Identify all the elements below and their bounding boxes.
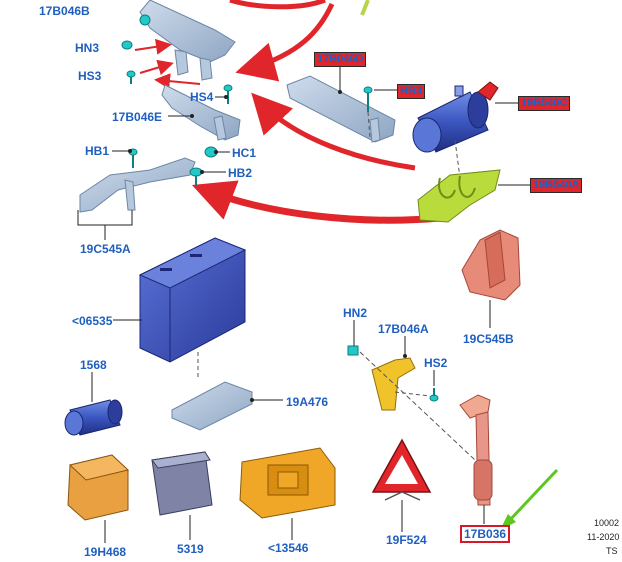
part-19c545b bbox=[461, 229, 521, 301]
bracket-17b046d bbox=[286, 75, 396, 143]
label-hs3: HS3 bbox=[78, 69, 102, 83]
label-hn2: HN2 bbox=[343, 306, 368, 320]
tray-19a476 bbox=[171, 381, 253, 431]
fastener-hb2 bbox=[189, 167, 203, 186]
label-hb1: HB1 bbox=[85, 144, 110, 158]
label-19h468: 19H468 bbox=[84, 545, 127, 559]
bracket-19b540a bbox=[417, 169, 501, 223]
drawing-date: 11-2020 bbox=[587, 532, 620, 542]
label-hs2: HS2 bbox=[424, 356, 448, 370]
arrow-from-bracket-to-19c545a bbox=[191, 180, 441, 224]
bracket-17b046a bbox=[371, 357, 416, 411]
bracket-19c545a bbox=[79, 157, 196, 213]
hammer-17b036 bbox=[459, 394, 493, 506]
warning-triangle-19f524 bbox=[371, 438, 432, 501]
extinguisher-19b540c bbox=[412, 81, 499, 153]
label-hn3: HN3 bbox=[75, 41, 100, 55]
fastener-hs2 bbox=[429, 388, 439, 402]
drawing-initials: TS bbox=[606, 546, 618, 556]
fastener-hs4 bbox=[223, 84, 233, 104]
label-13546: <13546 bbox=[268, 541, 309, 555]
fastener-hs3 bbox=[126, 70, 136, 84]
part-1568 bbox=[64, 399, 123, 436]
label-5319: 5319 bbox=[177, 542, 204, 556]
battery-box-06535 bbox=[138, 237, 247, 363]
label-hs4: HS4 bbox=[190, 90, 214, 104]
top-curve-arrow bbox=[229, 0, 326, 10]
green-pointer-arrow bbox=[506, 468, 559, 524]
arrow-to-17b046b bbox=[235, 2, 335, 82]
fastener-hn3 bbox=[121, 40, 133, 50]
part-5319 bbox=[151, 451, 213, 516]
bracket-17b046b bbox=[139, 0, 236, 81]
bracket-17b046e bbox=[161, 84, 241, 141]
label-06535: <06535 bbox=[72, 314, 113, 328]
red-callout-arrows bbox=[191, 0, 441, 224]
arrow-hn3 bbox=[134, 38, 172, 55]
fastener-17b046b bbox=[139, 14, 151, 26]
label-19c545a: 19C545A bbox=[80, 242, 131, 256]
label-17b046e: 17B046E bbox=[112, 110, 163, 124]
part-19h468 bbox=[67, 454, 130, 521]
fastener-hb3 bbox=[363, 86, 373, 112]
green-shaft-top bbox=[360, 0, 370, 16]
label-17b046b: 17B046B bbox=[39, 4, 90, 18]
label-hc1: HC1 bbox=[232, 146, 257, 160]
label-hb2: HB2 bbox=[228, 166, 253, 180]
label-hb3-highlighted: HB3 bbox=[397, 84, 426, 99]
arrow-from-bracket-to-17b046e bbox=[251, 92, 416, 171]
fastener-hn2 bbox=[347, 345, 359, 356]
label-19b540c-highlighted: 19B540C bbox=[518, 96, 571, 111]
part-13546 bbox=[239, 447, 336, 519]
label-19b540a-highlighted: 19B540A bbox=[530, 178, 583, 193]
drawing-code: 10002 bbox=[594, 518, 620, 528]
label-1568: 1568 bbox=[80, 358, 107, 372]
arrow-hs4 bbox=[154, 73, 201, 90]
label-17b046a: 17B046A bbox=[378, 322, 429, 336]
arrow-hs3 bbox=[139, 59, 174, 76]
label-19c545b: 19C545B bbox=[463, 332, 514, 346]
label-19f524: 19F524 bbox=[386, 533, 427, 547]
label-17b046d-highlighted: 17B046D bbox=[314, 52, 367, 67]
label-19a476: 19A476 bbox=[286, 395, 329, 409]
label-17b036-highlighted: 17B036 bbox=[460, 525, 511, 543]
